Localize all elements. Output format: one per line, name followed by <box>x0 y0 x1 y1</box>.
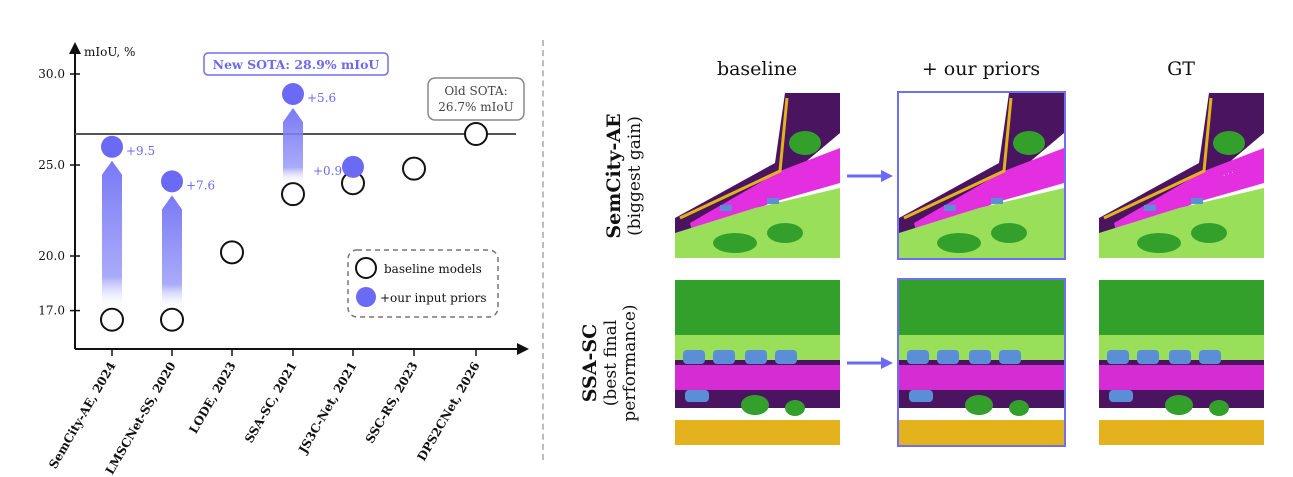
scene-image <box>1099 280 1264 445</box>
new-sota-box <box>203 52 389 76</box>
scene-panel <box>675 93 840 258</box>
row-label-note: (best final <box>600 319 621 407</box>
prior-point <box>101 135 123 158</box>
legend-baseline-label: baseline models <box>384 262 482 276</box>
scene-panel <box>897 278 1066 447</box>
y-tick-label: 30.0 <box>38 67 65 81</box>
x-tick-label: JS3C-Net, 2021 <box>295 360 359 457</box>
legend-prior-marker <box>356 287 376 307</box>
row-label-name: SemCity-AE <box>603 113 625 239</box>
scene-panel: · · · <box>1099 93 1264 258</box>
improvement-arrow <box>102 160 122 310</box>
scene-image <box>675 93 840 258</box>
legend-box <box>347 249 499 318</box>
legend-prior-label: +our input priors <box>380 291 487 305</box>
row-label-name: SSA-SC <box>579 323 601 403</box>
scene-image <box>899 280 1064 445</box>
scene-panel <box>675 280 840 445</box>
scene-image: · · · <box>1099 93 1264 258</box>
svg-text:· · ·: · · · <box>1222 169 1235 180</box>
row-label-note: (biggest gain) <box>624 116 645 236</box>
scene-image <box>899 93 1064 258</box>
y-tick-label: 25.0 <box>38 158 65 172</box>
y-tick-label: 17.0 <box>38 304 65 318</box>
prior-point <box>342 155 364 178</box>
gain-label: +9.5 <box>126 144 155 158</box>
prior-point <box>161 170 183 193</box>
x-tick-label: SemCity-AE, 2024 <box>46 360 119 472</box>
column-title: baseline <box>716 58 798 80</box>
x-tick-label: SSC-RS, 2023 <box>363 360 421 446</box>
baseline-point <box>281 182 305 207</box>
prior-point <box>282 83 304 106</box>
x-tick-label: SSA-SC, 2021 <box>242 360 300 446</box>
new-sota-label: New SOTA: 28.9% mIoU <box>213 57 380 72</box>
old-sota-label-2: 26.7% mIoU <box>438 100 513 114</box>
x-axis-arrowhead <box>517 343 529 355</box>
panel-divider <box>542 40 544 460</box>
column-title: GT <box>1167 58 1195 80</box>
baseline-point <box>160 307 184 332</box>
gain-label: +0.9 <box>313 164 342 178</box>
baseline-point <box>220 240 244 265</box>
gain-label: +5.6 <box>307 91 336 105</box>
right-arrow-icon <box>847 357 893 369</box>
baseline-point <box>464 122 488 147</box>
scene-panel <box>1099 280 1264 445</box>
improvement-arrow <box>283 108 303 185</box>
scene-panel <box>897 91 1066 260</box>
column-title: + our priors <box>921 58 1041 80</box>
improvement-arrow <box>162 195 182 310</box>
row-label-semcity: SemCity-AE(biggest gain) <box>603 76 645 276</box>
x-tick-label: LMSCNet-SS, 2020 <box>103 360 179 477</box>
right-arrow-icon <box>847 170 893 182</box>
gain-label: +7.6 <box>186 178 215 192</box>
old-sota-label-1: Old SOTA: <box>444 84 507 98</box>
baseline-point <box>402 156 426 181</box>
y-axis-label: mIoU, % <box>84 45 135 59</box>
x-tick-label: LODE, 2023 <box>186 360 238 436</box>
x-tick-label: DPS2CNet, 2026 <box>415 360 483 464</box>
legend-baseline-marker <box>355 257 377 279</box>
row-label-note: performance) <box>620 304 641 422</box>
y-axis-arrowhead <box>69 42 81 54</box>
baseline-point <box>100 307 124 332</box>
y-tick-label: 20.0 <box>38 249 65 263</box>
scene-image <box>675 280 840 445</box>
old-sota-box <box>427 77 525 121</box>
